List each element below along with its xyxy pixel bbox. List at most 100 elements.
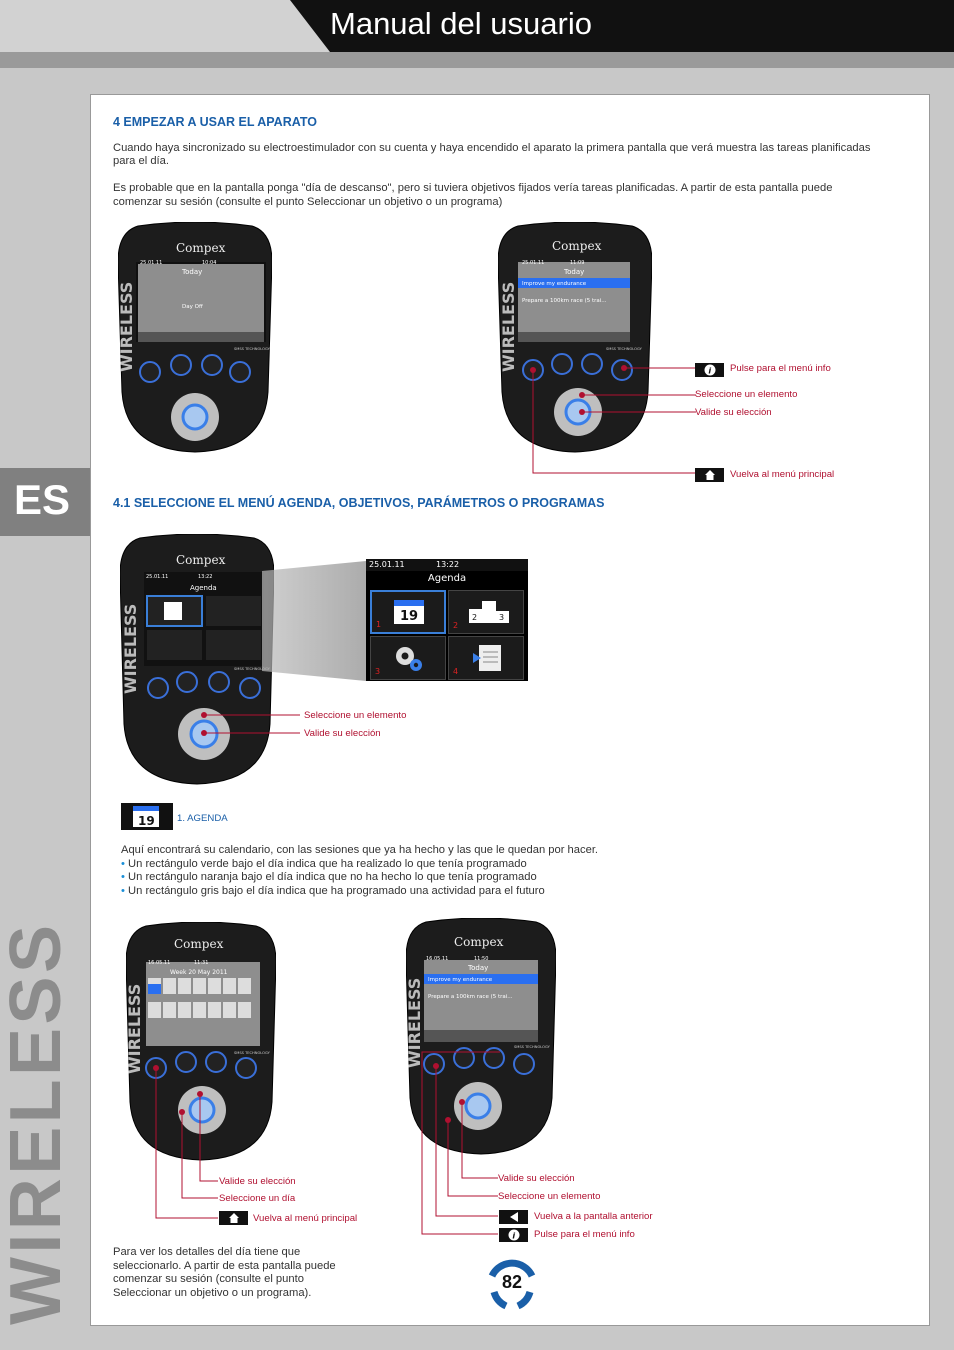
callout-validate-2: Valide su elección [304,728,381,739]
footer-paragraph-2: seleccionarlo. A partir de esta pantalla… [113,1260,336,1272]
wireless-vertical-logo: WIRELESS [6,925,68,1325]
svg-text:SMSS TECHNOLOGY: SMSS TECHNOLOGY [514,1045,551,1049]
left-margin-bar [0,68,66,1350]
callout-validate-3: Valide su elección [219,1176,296,1187]
callout-select: Seleccione un elemento [695,389,798,400]
svg-text:Compex: Compex [176,553,226,567]
section-41-title: 4.1 SELECCIONE EL MENÚ AGENDA, OBJETIVOS… [113,496,605,510]
section-4-paragraph-1b: para el día. [113,155,169,167]
home-button-icon-2 [219,1211,248,1225]
svg-text:SMSS TECHNOLOGY: SMSS TECHNOLOGY [234,347,271,351]
wireless-vertical-text: WIRELESS [6,925,68,1325]
callout-lines-4 [421,1051,500,1235]
zoom-projection [262,561,366,681]
callout-back: Vuelva a la pantalla anterior [534,1211,653,1222]
home-button-icon [695,468,724,482]
calendar-icon: 19 [394,600,424,624]
page-title: Manual del usuario [330,6,592,41]
svg-text:Compex: Compex [454,935,504,949]
agenda-bullet-green: • Un rectángulo verde bajo el día indica… [121,858,527,870]
footer-paragraph-4: Seleccionar un objetivo o un programa). [113,1287,312,1299]
agenda-bullet-grey: • Un rectángulo gris bajo el día indica … [121,885,545,897]
svg-text:13:22: 13:22 [198,574,212,580]
svg-text:Today: Today [181,268,202,276]
tile-objectives: 2 3 2 [448,590,524,634]
device-brand: Compex [176,241,226,255]
language-tab [0,468,90,536]
svg-text:10:04: 10:04 [202,260,216,266]
header-strip [0,52,954,68]
language-code: ES [14,476,71,523]
callout-info: Pulse para el menú info [730,363,831,374]
svg-text:Prepare a 100km race (5 trai..: Prepare a 100km race (5 trai... [428,994,513,1000]
info-button-icon: i [695,363,724,377]
callout-validate: Valide su elección [695,407,772,418]
svg-text:Day Off: Day Off [182,304,203,310]
svg-text:25.01.11: 25.01.11 [522,260,544,266]
agenda-label: 1. AGENDA [177,813,228,824]
device-today-tasks-2: Compex 16.05.11 11:50 Today Improve my e… [406,918,556,1155]
svg-text:2: 2 [472,613,477,622]
svg-text:i: i [512,1232,515,1241]
callout-select-4: Seleccione un elemento [498,1191,601,1202]
page-number: 82 [501,1272,523,1292]
device-agenda-menu: Compex 25.01.11 13:22 Agenda WIRELESS SM… [120,534,274,785]
svg-text:SMSS TECHNOLOGY: SMSS TECHNOLOGY [606,347,643,351]
info-button-icon-2: i [499,1228,528,1242]
svg-text:11:09: 11:09 [570,260,584,266]
section-4-paragraph-2a: Es probable que en la pantalla ponga "dí… [113,182,833,194]
svg-text:WIRELESS: WIRELESS [121,604,140,694]
tile-agenda: 19 1 [370,590,446,634]
svg-text:11:50: 11:50 [474,956,488,962]
svg-text:WIRELESS: WIRELESS [499,282,518,372]
gears-icon [396,647,422,671]
device-home-screen-day-off: Compex 25.01.11 10:04 Today Day Off WIRE… [118,222,272,453]
zoom-status-bar: 25.01.11 13:22 [366,559,528,571]
svg-text:Week 20 May 2011: Week 20 May 2011 [170,969,228,976]
svg-text:Agenda: Agenda [190,584,217,592]
callout-lines-3 [153,1065,218,1219]
agenda-calendar-icon: 19 [121,803,173,830]
tile-parameters: 3 [370,636,446,680]
zoomed-agenda-screen: 25.01.11 13:22 Agenda 19 1 2 3 2 3 4 [366,559,528,681]
callout-lines-1 [530,365,696,474]
callout-info-2: Pulse para el menú info [534,1229,635,1240]
podium-icon: 2 3 [469,601,509,623]
section-4-title: 4 EMPEZAR A USAR EL APARATO [113,115,317,129]
header-title-bar [290,0,954,52]
callout-home-2: Vuelva al menú principal [253,1213,358,1224]
agenda-paragraph: Aquí encontrará su calendario, con las s… [121,844,599,856]
page-number-badge [488,1259,536,1310]
section-4-paragraph-2b: comenzar su sesión (consulte el punto Se… [113,196,503,208]
agenda-bullet-orange: • Un rectángulo naranja bajo el día indi… [121,871,537,883]
device-calendar-week: Compex 16.05.11 11:31 Week 20 May 2011 W… [126,922,276,1161]
tile-programs: 4 [448,636,524,680]
callout-select-day: Seleccione un día [219,1193,296,1204]
footer-paragraph-1: Para ver los detalles del día tiene que [113,1246,301,1258]
footer-paragraph-3: comenzar su sesión (consulte el punto [113,1273,304,1285]
back-button-icon [499,1210,528,1224]
svg-text:WIRELESS: WIRELESS [406,978,424,1068]
svg-text:Improve my endurance: Improve my endurance [522,281,587,287]
svg-text:11:31: 11:31 [194,960,208,966]
svg-text:19: 19 [400,609,418,624]
programs-list-icon [473,645,501,671]
svg-text:25.01.11: 25.01.11 [146,574,168,580]
svg-text:Prepare a 100km race (5 trai..: Prepare a 100km race (5 trai... [522,298,607,304]
callout-lines-2 [201,712,300,736]
section-4-paragraph-1a: Cuando haya sincronizado su electroestim… [113,142,871,154]
svg-text:3: 3 [499,613,504,622]
svg-text:SMSS TECHNOLOGY: SMSS TECHNOLOGY [234,667,271,671]
svg-text:25.01.11: 25.01.11 [140,260,162,266]
svg-text:Compex: Compex [552,239,602,253]
svg-text:19: 19 [138,814,155,828]
svg-text:SMSS TECHNOLOGY: SMSS TECHNOLOGY [234,1051,271,1055]
svg-text:Improve my endurance: Improve my endurance [428,977,493,983]
svg-text:WIRELESS: WIRELESS [118,282,136,372]
svg-text:Today: Today [467,964,488,972]
callout-validate-4: Valide su elección [498,1173,575,1184]
svg-text:i: i [708,367,711,376]
callout-home: Vuelva al menú principal [730,469,835,480]
svg-text:16.05.11: 16.05.11 [148,960,170,966]
svg-text:WIRELESS: WIRELESS [126,984,144,1074]
